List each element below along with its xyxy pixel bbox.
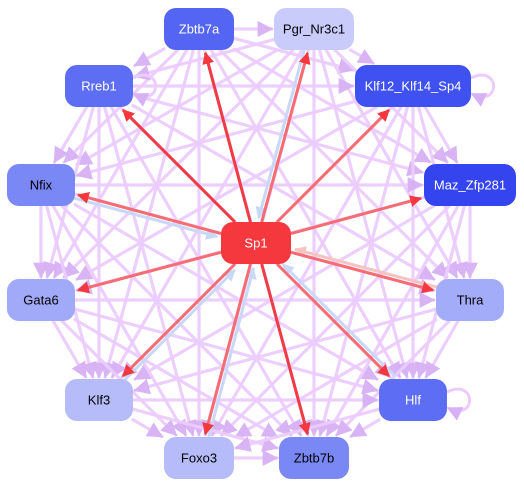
node-gata6[interactable]: Gata6 — [7, 279, 75, 321]
edge-hlf-to-sp1 — [281, 263, 396, 378]
edge-rreb1-zbtb7b — [109, 105, 303, 437]
edge-thra-to-sp1 — [293, 246, 438, 289]
node-foxo3[interactable]: Foxo3 — [164, 437, 234, 479]
node-box — [274, 8, 354, 50]
node-box — [65, 379, 133, 421]
node-label: Maz_Zfp281 — [434, 178, 506, 193]
node-nfix[interactable]: Nfix — [7, 164, 75, 206]
edge-nfix-to-sp1 — [73, 196, 219, 240]
edge-sp1-to-klf3 — [121, 262, 237, 378]
node-label: Foxo3 — [181, 451, 217, 466]
node-sp1[interactable]: Sp1 — [221, 222, 291, 264]
node-pgr[interactable]: Pgr_Nr3c1 — [274, 8, 354, 50]
node-maz[interactable]: Maz_Zfp281 — [424, 164, 516, 206]
edge-nfix-hlf — [73, 203, 379, 381]
edges-from-hub — [76, 51, 435, 436]
node-box — [7, 164, 75, 206]
node-label: Klf12_Klf14_Sp4 — [365, 79, 462, 94]
edge-zbtb7a-rreb1 — [133, 47, 166, 68]
node-box — [355, 65, 471, 107]
edge-pgr-klf12 — [348, 48, 375, 65]
edge-sp1-to-foxo3 — [202, 263, 252, 436]
self-loop-hlf — [446, 387, 471, 421]
edge-gata6-klf3 — [51, 319, 88, 379]
node-box — [436, 279, 504, 321]
node-hlf[interactable]: Hlf — [379, 379, 447, 421]
edge-sp1-to-klf12 — [275, 108, 391, 224]
node-box — [379, 379, 447, 421]
edge-klf12-foxo3 — [210, 105, 403, 437]
edge-pgr-to-sp1 — [255, 48, 306, 220]
edge-sp1-to-thra — [290, 250, 435, 294]
edge-sp1-to-pgr — [260, 51, 311, 223]
edge-gata6-hlf — [73, 307, 379, 395]
edge-sp1-to-nfix — [76, 192, 222, 236]
node-label: Rreb1 — [81, 79, 116, 94]
edge-sp1-to-hlf — [275, 262, 391, 378]
background-edges — [33, 21, 478, 466]
node-box — [164, 8, 234, 50]
edge-sp1-to-zbtb7a — [202, 51, 252, 223]
edge-klf3-foxo3 — [131, 418, 164, 439]
edge-rreb1-nfix — [52, 105, 89, 164]
edge-hlf-zbtb7b — [349, 418, 381, 438]
edge-klf12-maz — [423, 105, 459, 164]
node-zbtb7b[interactable]: Zbtb7b — [279, 437, 349, 479]
edge-klf3-to-sp1 — [121, 268, 236, 383]
node-zbtb7a[interactable]: Zbtb7a — [164, 8, 234, 50]
edge-maz-klf3 — [133, 204, 436, 381]
edge-sp1-to-rreb1 — [121, 108, 237, 224]
edge-pgr-klf3 — [110, 48, 304, 379]
node-klf12[interactable]: Klf12_Klf14_Sp4 — [355, 65, 471, 107]
self-loop-edges — [132, 73, 495, 421]
edge-thra-hlf — [424, 319, 460, 379]
node-box — [164, 437, 234, 479]
edge-klf12-nfix — [75, 99, 357, 180]
node-label: Nfix — [30, 178, 53, 193]
node-box — [279, 437, 349, 479]
node-label: Gata6 — [23, 293, 58, 308]
node-label: Sp1 — [244, 236, 267, 251]
node-box — [221, 222, 291, 264]
self-loop-rreb1 — [132, 73, 157, 107]
node-label: Pgr_Nr3c1 — [283, 22, 345, 37]
node-label: Hlf — [405, 393, 421, 408]
node-box — [424, 164, 516, 206]
node-box — [65, 65, 133, 107]
edge-rreb1-maz — [131, 93, 424, 177]
edge-sp1-to-maz — [290, 195, 423, 235]
node-label: Thra — [457, 293, 485, 308]
edges-to-hub — [73, 48, 438, 439]
edge-zbtb7a-hlf — [209, 48, 402, 379]
node-label: Zbtb7a — [179, 22, 220, 37]
edge-klf12-gata6 — [75, 105, 379, 281]
edge-rreb1-thra — [131, 104, 436, 281]
self-loop-klf12 — [470, 73, 495, 107]
node-thra[interactable]: Thra — [436, 279, 504, 321]
node-klf3[interactable]: Klf3 — [65, 379, 133, 421]
node-rreb1[interactable]: Rreb1 — [65, 65, 133, 107]
edge-thra-foxo3 — [234, 318, 438, 439]
node-label: Zbtb7b — [294, 451, 334, 466]
edge-foxo3-to-sp1 — [206, 266, 257, 439]
node-label: Klf3 — [88, 393, 110, 408]
edge-sp1-to-gata6 — [76, 250, 222, 294]
node-box — [7, 279, 75, 321]
edge-sp1-to-zbtb7b — [260, 263, 311, 436]
